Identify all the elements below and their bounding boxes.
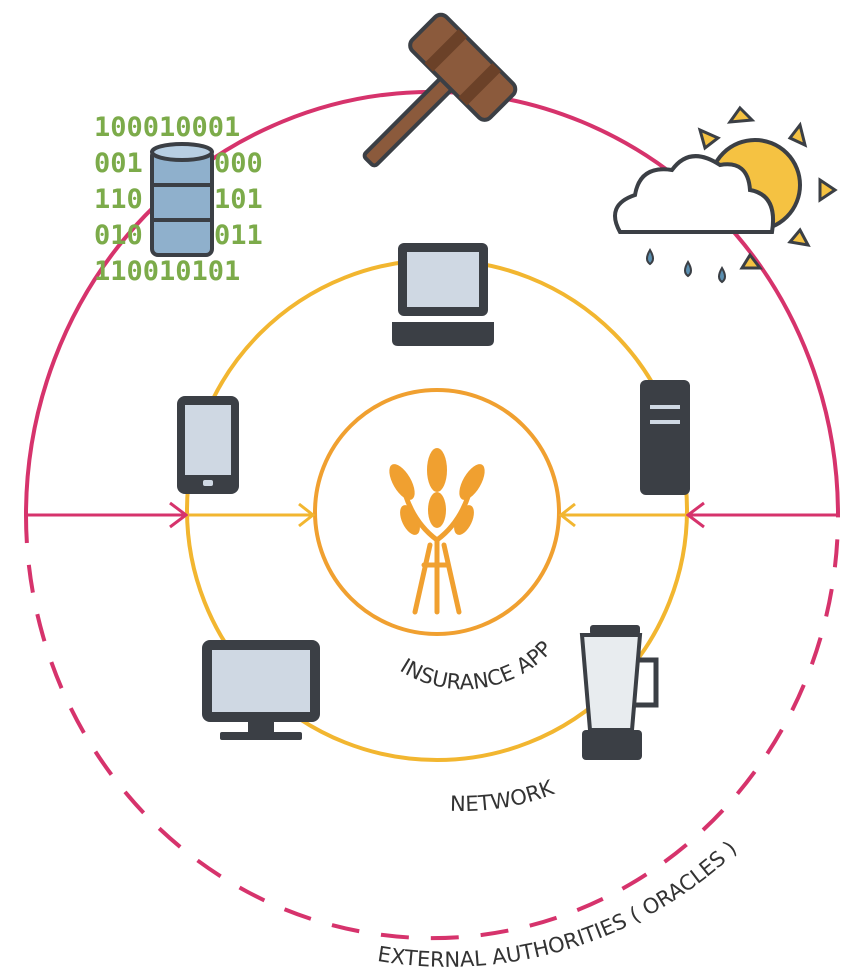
gavel-icon bbox=[362, 12, 518, 168]
wheat-icon bbox=[389, 448, 485, 615]
oracle-arrow-right bbox=[685, 501, 838, 529]
binary-row-3a: 110 bbox=[94, 184, 143, 215]
monitor-icon bbox=[202, 640, 320, 740]
oracle-arrow-left bbox=[26, 501, 189, 529]
external-authorities-label: EXTERNAL AUTHORITIES ( ORACLES ) bbox=[376, 836, 741, 969]
network-label: NETWORK bbox=[450, 775, 558, 816]
binary-row-3b: 101 bbox=[214, 184, 263, 215]
network-arrow-left bbox=[188, 502, 316, 528]
weather-icon bbox=[613, 105, 838, 284]
tower-pc-icon bbox=[640, 380, 690, 495]
blender-icon bbox=[579, 625, 659, 760]
network-arrow-right bbox=[558, 502, 686, 528]
laptop-icon bbox=[392, 243, 494, 346]
tablet-icon bbox=[177, 396, 239, 494]
oracle-ring-dashed bbox=[24, 514, 840, 941]
binary-row-2b: 000 bbox=[214, 148, 263, 179]
binary-row-2a: 001 bbox=[94, 148, 143, 179]
binary-row-4a: 010 bbox=[94, 220, 143, 251]
binary-row-5: 110010101 bbox=[94, 256, 240, 287]
binary-row-4b: 011 bbox=[214, 220, 263, 251]
insurance-app-label: INSURANCE APP bbox=[396, 636, 556, 694]
binary-data: 100010001 001 000 110 101 010 011 110010… bbox=[94, 112, 263, 287]
app-ring bbox=[313, 388, 561, 636]
binary-row-1: 100010001 bbox=[94, 112, 240, 143]
database-icon bbox=[150, 142, 214, 257]
